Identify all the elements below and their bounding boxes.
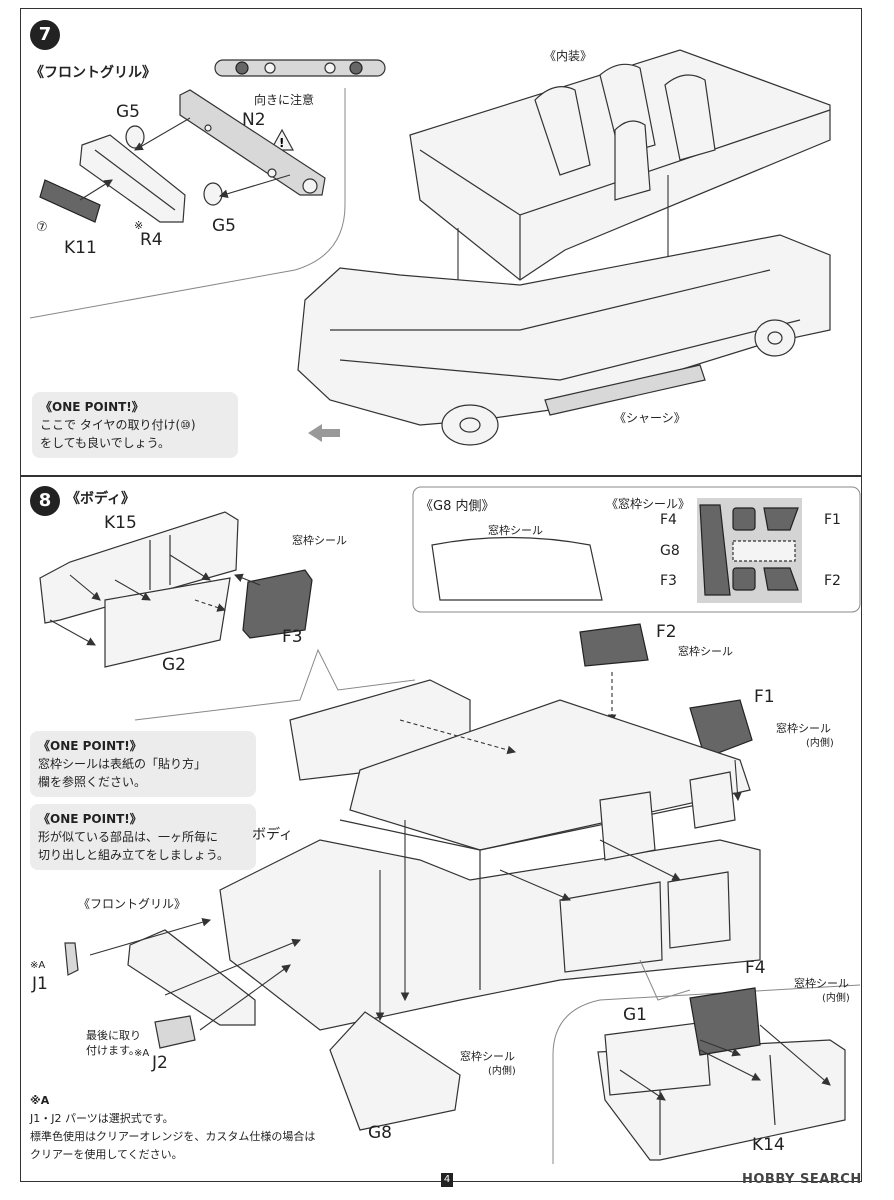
k14-label: K14 bbox=[752, 1135, 785, 1155]
watermark: HOBBY SEARCH bbox=[742, 1172, 862, 1187]
j1-label: J1 bbox=[32, 974, 48, 994]
note-a-line: 標準色使用はクリアーオレンジを、カスタム仕様の場合は bbox=[30, 1130, 316, 1143]
body-label: ボディ bbox=[252, 827, 294, 843]
rear-wheel-drawing bbox=[754, 319, 796, 357]
f2-window-drawing bbox=[579, 623, 649, 667]
step7-one-point: 《ONE POINT!》 ここで タイヤの取り付け(⑩) をしても良いでしょう。 bbox=[32, 392, 238, 458]
seal-sheet-title: 《窓枠シール》 bbox=[606, 497, 691, 511]
f4-label: F4 bbox=[745, 958, 766, 978]
j2-label: J2 bbox=[152, 1053, 168, 1073]
body-title: 《ボディ》 bbox=[66, 491, 136, 507]
f3-seal-label: 窓枠シール bbox=[292, 534, 347, 547]
rear-section-divider bbox=[552, 984, 861, 1164]
k15-frame-drawing bbox=[39, 511, 239, 624]
g2-label: G2 bbox=[162, 655, 186, 675]
g8-inner-seal: 窓枠シール bbox=[488, 524, 543, 537]
chassis-title: 《シャーシ》 bbox=[614, 411, 686, 425]
rear-callout-pointer bbox=[639, 959, 691, 1001]
j1-light-drawing bbox=[64, 942, 79, 976]
g1-label: G1 bbox=[623, 1005, 647, 1025]
k11-label: K11 bbox=[64, 238, 97, 258]
page-number: 4 bbox=[441, 1173, 453, 1187]
interior-title: 《内装》 bbox=[544, 49, 593, 63]
one-point-line: 切り出しと組み立てをしましょう。 bbox=[38, 848, 230, 862]
f3-window-drawing bbox=[242, 569, 313, 639]
g8-inner-box bbox=[412, 486, 861, 613]
step8-one-point-2: 《ONE POINT!》 形が似ている部品は、一ヶ所毎に 切り出しと組み立てをし… bbox=[30, 804, 256, 870]
one-point-line: 形が似ている部品は、一ヶ所毎に bbox=[38, 830, 219, 844]
seal-sheet-g8: G8 bbox=[660, 543, 680, 559]
f4-inner-label: (内側) bbox=[822, 993, 850, 1004]
attach-last-line: 最後に取り bbox=[86, 1029, 141, 1042]
one-point-line: ここで タイヤの取り付け(⑩) bbox=[40, 418, 196, 432]
front-direction-icon bbox=[308, 424, 340, 442]
n2-bracket-drawing bbox=[179, 89, 326, 196]
note-a-line: J1・J2 パーツは選択式です。 bbox=[30, 1112, 174, 1125]
car-body-drawing bbox=[219, 679, 761, 1031]
one-point-line: 欄を参照ください。 bbox=[38, 775, 147, 789]
callout-pointer bbox=[134, 648, 416, 721]
r4-mark: ※ bbox=[134, 219, 144, 232]
seal-sheet-f3: F3 bbox=[660, 573, 677, 589]
step8-front-grille-drawing bbox=[127, 929, 256, 1026]
g5-bottom-label: G5 bbox=[212, 216, 236, 236]
j2-mark: ※A bbox=[134, 1048, 150, 1059]
circled-ref-7: ⑦ bbox=[36, 220, 48, 235]
front-wheel-drawing bbox=[441, 404, 499, 446]
f1-inner-label: (内側) bbox=[806, 738, 834, 749]
j1-mark: ※A bbox=[30, 960, 46, 971]
j2-light-drawing bbox=[154, 1015, 196, 1049]
note-a: ※A J1・J2 パーツは選択式です。 標準色使用はクリアーオレンジを、カスタム… bbox=[30, 1092, 315, 1164]
g1-glass-drawing bbox=[604, 1021, 711, 1096]
one-point-line: をしても良いでしょう。 bbox=[40, 436, 170, 450]
note-a-line: クリアーを使用してください。 bbox=[30, 1148, 183, 1161]
step7-front-grille-title: 《フロントグリル》 bbox=[30, 65, 156, 81]
g8-inner-drawing bbox=[431, 536, 603, 601]
f2-label: F2 bbox=[656, 622, 677, 642]
step-8-number: 8 bbox=[30, 486, 60, 516]
f4-seal-label: 窓枠シール bbox=[794, 977, 849, 990]
seal-sheet-f2: F2 bbox=[824, 573, 841, 589]
step-7-number: 7 bbox=[30, 20, 60, 50]
f2-seal-label: 窓枠シール bbox=[678, 645, 733, 658]
k11-plate-drawing bbox=[39, 179, 101, 223]
g8-glass-drawing bbox=[329, 1011, 461, 1131]
g8-inner-label: (内側) bbox=[488, 1066, 516, 1077]
n2-part-drawing bbox=[214, 59, 386, 77]
svg-text:!: ! bbox=[279, 136, 284, 150]
step8-front-grille-title: 《フロントグリル》 bbox=[78, 897, 187, 911]
n2-label: N2 bbox=[242, 110, 266, 130]
g5-top-label: G5 bbox=[116, 102, 140, 122]
g2-glass-drawing bbox=[104, 577, 231, 668]
f1-window-drawing bbox=[689, 699, 753, 759]
seal-sheet-f1: F1 bbox=[824, 512, 841, 528]
g5-top-lens-drawing bbox=[125, 125, 145, 149]
g5-bottom-lens-drawing bbox=[203, 182, 223, 206]
interior-tub-drawing bbox=[409, 49, 831, 281]
one-point-line: 窓枠シールは表紙の「貼り方」 bbox=[38, 757, 207, 771]
attach-last-note: 最後に取り 付けます。 bbox=[86, 1028, 141, 1058]
note-a-heading: ※A bbox=[30, 1094, 50, 1107]
g8-seal-label: 窓枠シール bbox=[460, 1050, 515, 1063]
f1-label: F1 bbox=[754, 687, 775, 707]
g8-label: G8 bbox=[368, 1123, 392, 1143]
seal-sheet-f4: F4 bbox=[660, 512, 677, 528]
one-point-heading: 《ONE POINT!》 bbox=[40, 400, 144, 414]
chassis-drawing bbox=[297, 234, 831, 446]
step8-one-point-1: 《ONE POINT!》 窓枠シールは表紙の「貼り方」 欄を参照ください。 bbox=[30, 731, 256, 797]
f3-label: F3 bbox=[282, 627, 303, 647]
grille-section-divider bbox=[29, 88, 346, 319]
one-point-heading: 《ONE POINT!》 bbox=[38, 812, 142, 826]
r4-label: R4 bbox=[140, 230, 163, 250]
k15-label: K15 bbox=[104, 513, 137, 533]
orientation-note: 向きに注意 bbox=[254, 93, 315, 107]
one-point-heading: 《ONE POINT!》 bbox=[38, 739, 142, 753]
g8-inner-title: 《G8 内側》 bbox=[420, 499, 495, 514]
f4-window-drawing bbox=[689, 987, 761, 1056]
f1-seal-label: 窓枠シール bbox=[776, 722, 831, 735]
attach-last-line: 付けます。 bbox=[86, 1044, 140, 1057]
